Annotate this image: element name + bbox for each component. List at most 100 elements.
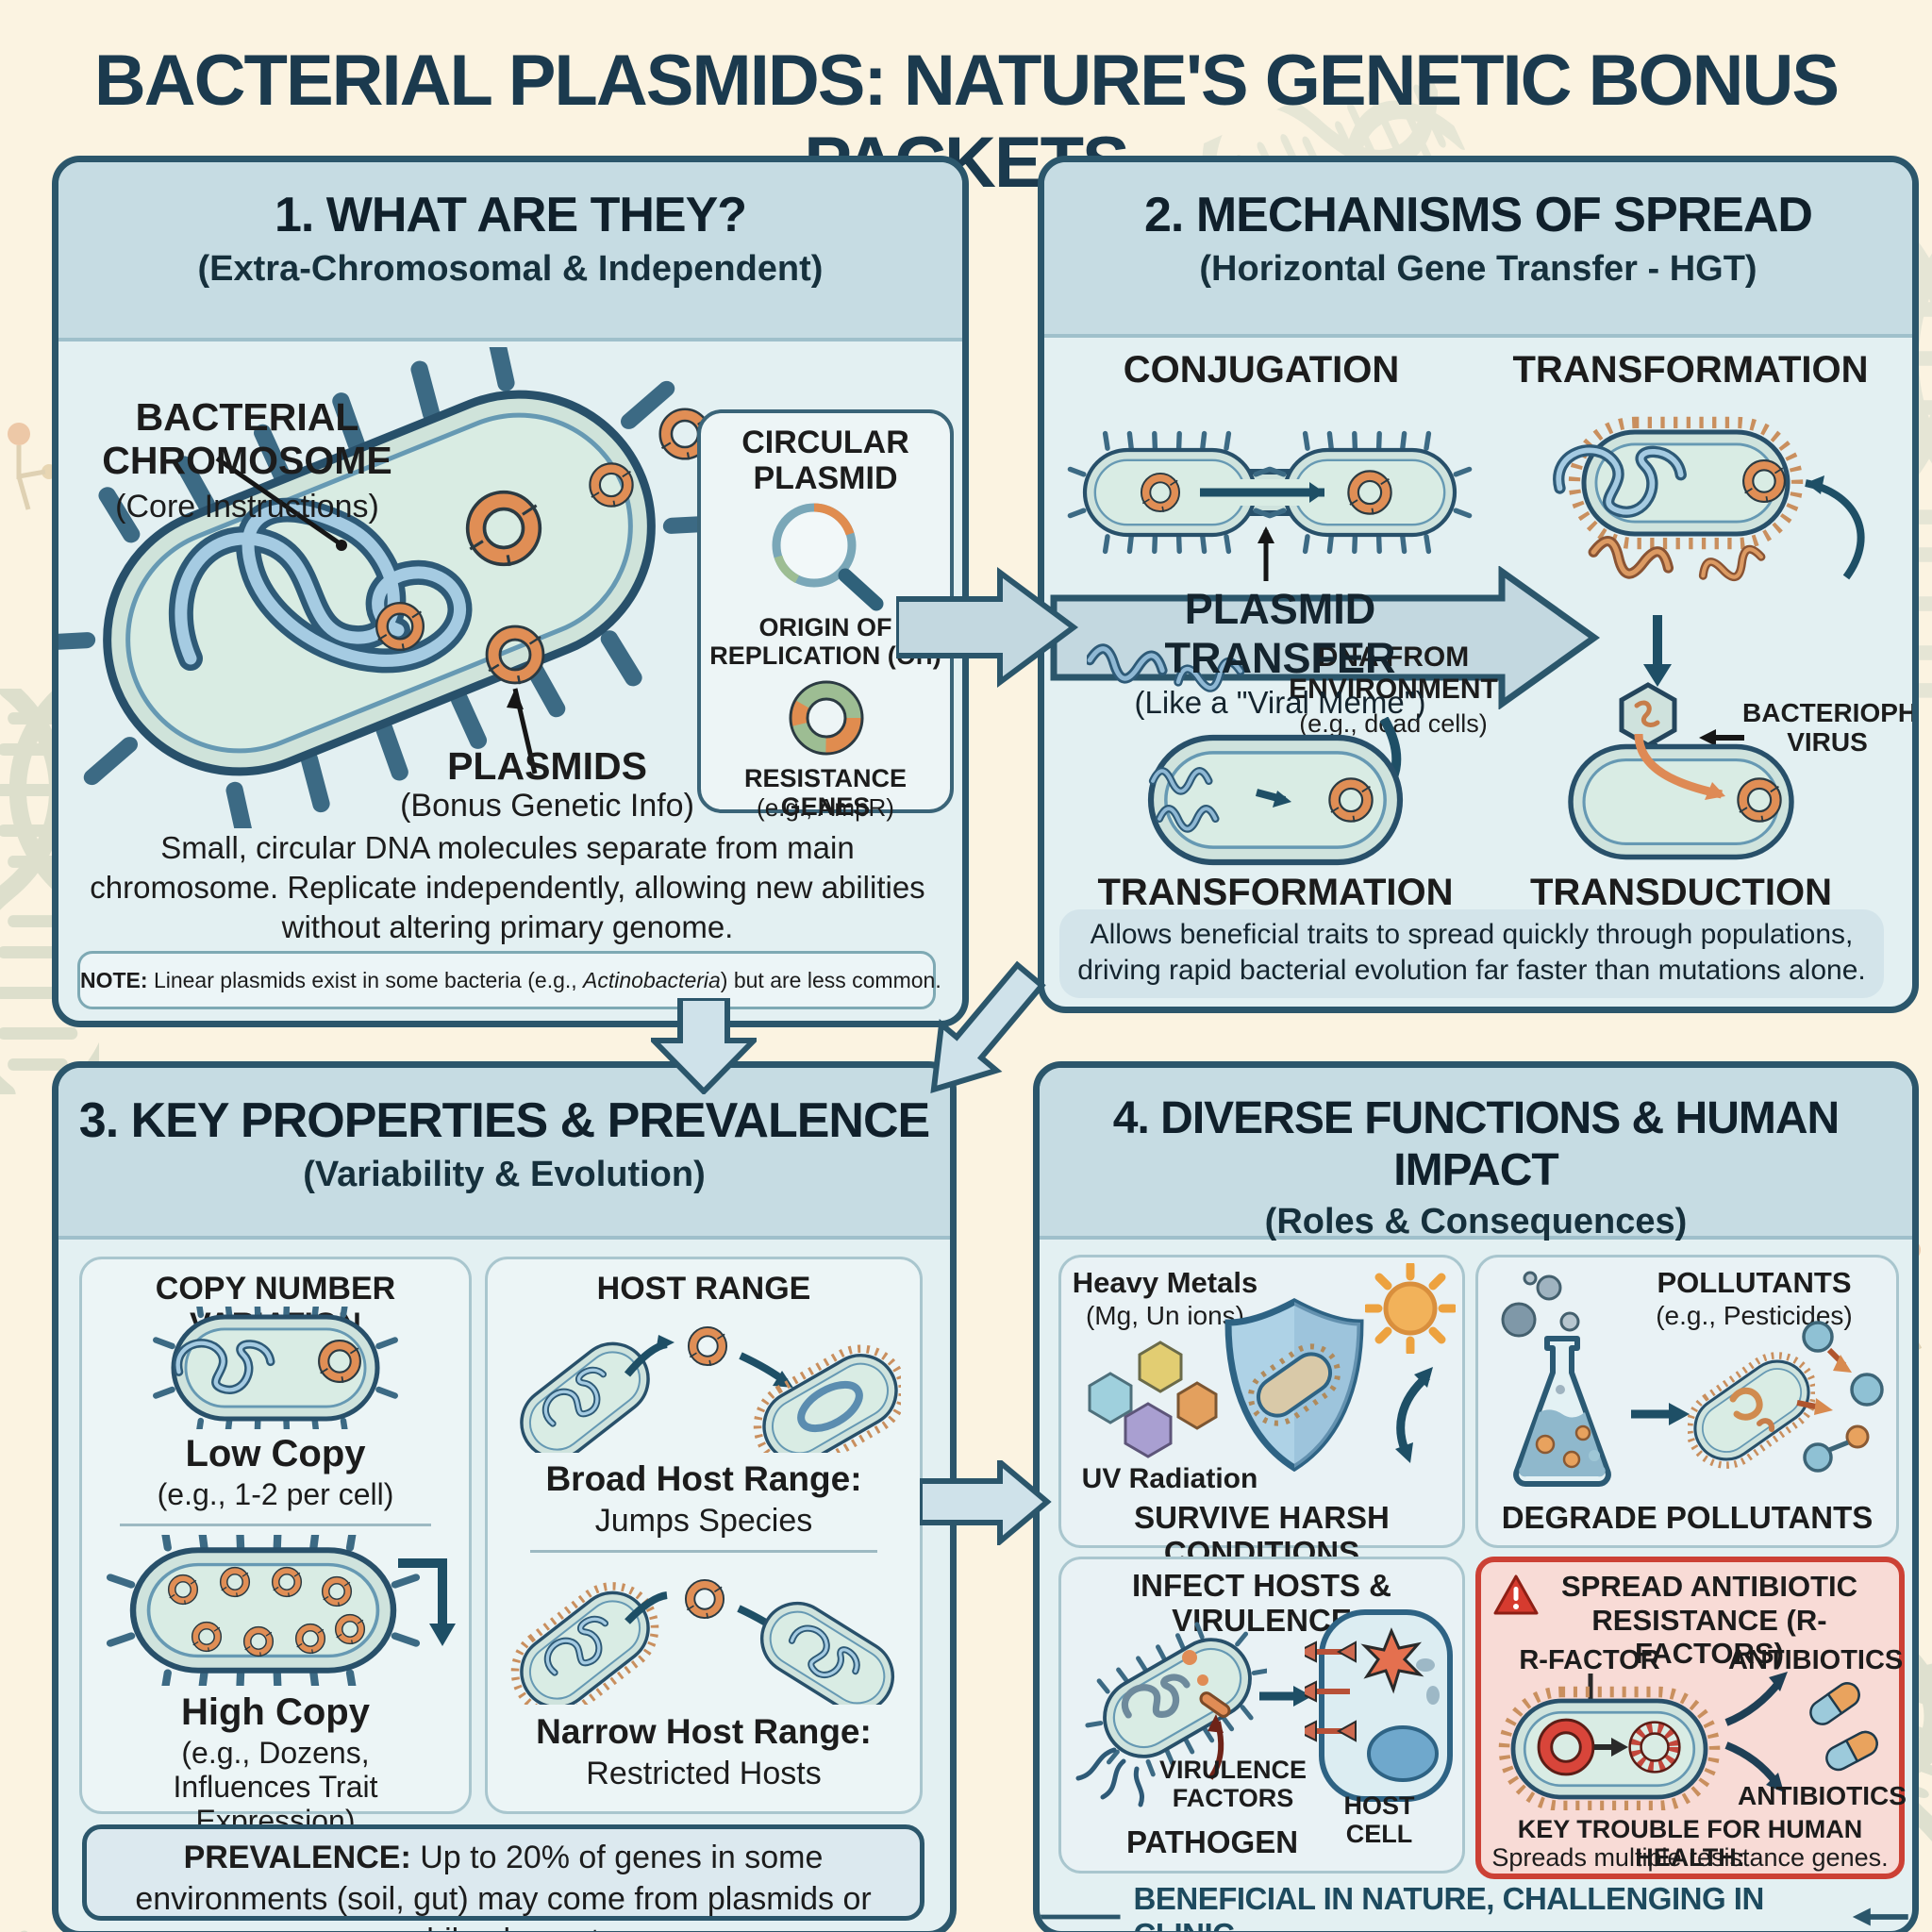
broken-molecules-icon bbox=[1796, 1321, 1884, 1473]
chromosome-label: BACTERIAL CHROMOSOME bbox=[102, 395, 392, 482]
panel4-subtitle: (Roles & Consequences) bbox=[1264, 1202, 1688, 1241]
antibiotics-bottom-label: ANTIBIOTICS bbox=[1738, 1781, 1907, 1810]
magnifier-plasmid-icon bbox=[772, 503, 884, 611]
r-factor-label: R-FACTOR bbox=[1519, 1645, 1660, 1675]
low-copy-sublabel: (e.g., 1-2 per cell) bbox=[157, 1477, 394, 1511]
elbow-arrow bbox=[398, 1558, 456, 1646]
narrow-host-label: Narrow Host Range: bbox=[536, 1712, 872, 1751]
panel1-header: 1. WHAT ARE THEY? (Extra-Chromosomal & I… bbox=[58, 162, 962, 341]
banner-line bbox=[1040, 1914, 1121, 1920]
clinic-banner: BENEFICIAL IN NATURE, CHALLENGING IN CLI… bbox=[1040, 1881, 1912, 1931]
antibiotics-top-label: ANTIBIOTICS bbox=[1728, 1645, 1904, 1675]
host-range-title: HOST RANGE bbox=[596, 1271, 811, 1307]
panel1-title: 1. WHAT ARE THEY? bbox=[274, 188, 747, 242]
panel3-title: 3. KEY PROPERTIES & PREVALENCE bbox=[78, 1093, 930, 1148]
dna-environment-label: DNA FROM ENVIRONMENT bbox=[1289, 641, 1498, 705]
host-cell-label: HOST CELL bbox=[1343, 1791, 1415, 1849]
bacterium-cell-illustration bbox=[58, 347, 738, 828]
transformation-top-illustration bbox=[1483, 381, 1865, 580]
shield-icon bbox=[1224, 1298, 1364, 1473]
high-copy-label: High Copy bbox=[181, 1691, 370, 1733]
panel3-header: 3. KEY PROPERTIES & PREVALENCE (Variabil… bbox=[58, 1068, 950, 1240]
panel1-note: NOTE: Linear plasmids exist in some bact… bbox=[77, 951, 941, 1009]
narrow-host-sublabel: Restricted Hosts bbox=[586, 1756, 822, 1791]
divider bbox=[120, 1524, 431, 1526]
host-range-box: HOST RANGE Broad Host Range: Jumps Speci… bbox=[485, 1257, 923, 1814]
pathogen-icon bbox=[1069, 1608, 1267, 1807]
banner-left-arrow-icon bbox=[1853, 1907, 1909, 1926]
right-arrow bbox=[1631, 1403, 1690, 1425]
pollutants-label: POLLUTANTS bbox=[1657, 1266, 1852, 1299]
panel4-title: 4. DIVERSE FUNCTIONS & HUMAN IMPACT bbox=[1112, 1093, 1840, 1195]
chromosome-sublabel: (Core Instructions) bbox=[115, 489, 379, 525]
conjugation-label: CONJUGATION bbox=[1123, 349, 1400, 391]
panel-key-properties: 3. KEY PROPERTIES & PREVALENCE (Variabil… bbox=[52, 1061, 957, 1932]
warning-icon bbox=[1493, 1574, 1539, 1615]
host-cell-icon bbox=[1305, 1609, 1453, 1802]
sun-icon bbox=[1365, 1263, 1456, 1354]
resistance-ring-icon bbox=[789, 680, 864, 756]
flask-icon bbox=[1513, 1336, 1611, 1487]
degrade-label: DEGRADE POLLUTANTS bbox=[1501, 1500, 1874, 1535]
conjugation-illustration bbox=[1058, 396, 1474, 581]
connector-arrow-p2-to-p3 bbox=[930, 960, 1046, 1093]
panel2-header: 2. MECHANISMS OF SPREAD (Horizontal Gene… bbox=[1044, 162, 1912, 338]
transduction-label: TRANSDUCTION bbox=[1530, 872, 1832, 913]
divider bbox=[530, 1550, 877, 1553]
chromosome-tangle bbox=[169, 497, 473, 674]
broad-host-illustration bbox=[506, 1307, 901, 1453]
double-curved-arrow bbox=[1395, 1367, 1433, 1463]
transformation-top-label: TRANSFORMATION bbox=[1512, 349, 1869, 391]
narrow-host-illustration bbox=[505, 1563, 901, 1705]
transduction-illustration bbox=[1525, 733, 1837, 868]
prevalence-box: PREVALENCE: Up to 20% of genes in some e… bbox=[82, 1824, 924, 1931]
key-trouble-label: KEY TROUBLE FOR HUMAN HEALTH: bbox=[1517, 1815, 1863, 1873]
broad-host-sublabel: Jumps Species bbox=[594, 1503, 813, 1539]
prevalence-text: Up to 20% of genes in some environments … bbox=[135, 1840, 872, 1931]
panel2-subtitle: (Horizontal Gene Transfer - HGT) bbox=[1199, 249, 1757, 289]
r-factor-cell-illustration bbox=[1489, 1674, 1734, 1810]
resistance-box: SPREAD ANTIBIOTIC RESISTANCE (R-FACTORS)… bbox=[1475, 1557, 1907, 1879]
infect-box: INFECT HOSTS & VIRULENCE bbox=[1058, 1557, 1465, 1874]
resistance-label: RESISTANCE GENES bbox=[743, 764, 908, 822]
high-copy-cell bbox=[93, 1535, 442, 1686]
plasmids-sublabel: (Bonus Genetic Info) bbox=[400, 788, 694, 824]
down-arrow bbox=[1643, 615, 1672, 687]
panel2-body-box: Allows beneficial traits to spread quick… bbox=[1059, 909, 1884, 998]
antibiotic-pills-icon bbox=[1805, 1677, 1883, 1775]
connector-arrow-p1-to-p3 bbox=[651, 998, 757, 1094]
panel3-subtitle: (Variability & Evolution) bbox=[303, 1155, 706, 1194]
degrading-bacterium-icon bbox=[1688, 1344, 1815, 1476]
low-copy-label: Low Copy bbox=[185, 1433, 366, 1474]
low-copy-cell bbox=[115, 1307, 436, 1429]
broad-host-label: Broad Host Range: bbox=[545, 1459, 862, 1498]
chromosome-pointer-line bbox=[215, 456, 341, 546]
bubbles-icon bbox=[1501, 1271, 1580, 1338]
transformation-bottom-illustration bbox=[1073, 726, 1478, 868]
connector-arrow-p1-to-p2 bbox=[896, 567, 1079, 688]
plasmids-label: PLASMIDS bbox=[447, 744, 647, 788]
plasmid-transfer-text: PLASMID TRANSFER (Like a "Viral Meme") bbox=[1134, 585, 1426, 720]
panel2-body-text: Allows beneficial traits to spread quick… bbox=[1077, 919, 1866, 986]
note-label: NOTE: bbox=[80, 968, 148, 992]
heavy-metals-sublabel: (Mg, Un ions) bbox=[1085, 1301, 1245, 1330]
left-arrow bbox=[1699, 729, 1744, 746]
panel4-header: 4. DIVERSE FUNCTIONS & HUMAN IMPACT (Rol… bbox=[1040, 1068, 1912, 1241]
heavy-metals-label: Heavy Metals bbox=[1072, 1266, 1258, 1299]
uv-radiation-label: UV Radiation bbox=[1081, 1463, 1258, 1494]
spread-arrows bbox=[1724, 1672, 1788, 1792]
key-trouble-text: Spreads multiple resistance genes. bbox=[1491, 1843, 1889, 1872]
survive-box: Heavy Metals (Mg, Un ions) UV Radiation bbox=[1058, 1255, 1465, 1570]
bacteriophage-label: BACTERIOPHAGE VIRUS bbox=[1742, 698, 1918, 758]
prevalence-label: PREVALENCE: bbox=[183, 1840, 411, 1875]
panel1-body-text: Small, circular DNA molecules separate f… bbox=[90, 830, 925, 945]
degrade-box: POLLUTANTS (e.g., Pesticides) bbox=[1475, 1255, 1899, 1548]
resistance-sublabel: (e.g., AmpR) bbox=[757, 793, 894, 822]
metal-ions-icon bbox=[1088, 1341, 1218, 1458]
panel-what-are-they: 1. WHAT ARE THEY? (Extra-Chromosomal & I… bbox=[52, 156, 969, 1027]
high-copy-sublabel: (e.g., Dozens, Influences Trait Expressi… bbox=[173, 1736, 378, 1838]
panel2-title: 2. MECHANISMS OF SPREAD bbox=[1144, 188, 1813, 242]
right-arrow bbox=[1259, 1686, 1312, 1707]
panel-mechanisms-of-spread: 2. MECHANISMS OF SPREAD (Horizontal Gene… bbox=[1038, 156, 1919, 1013]
